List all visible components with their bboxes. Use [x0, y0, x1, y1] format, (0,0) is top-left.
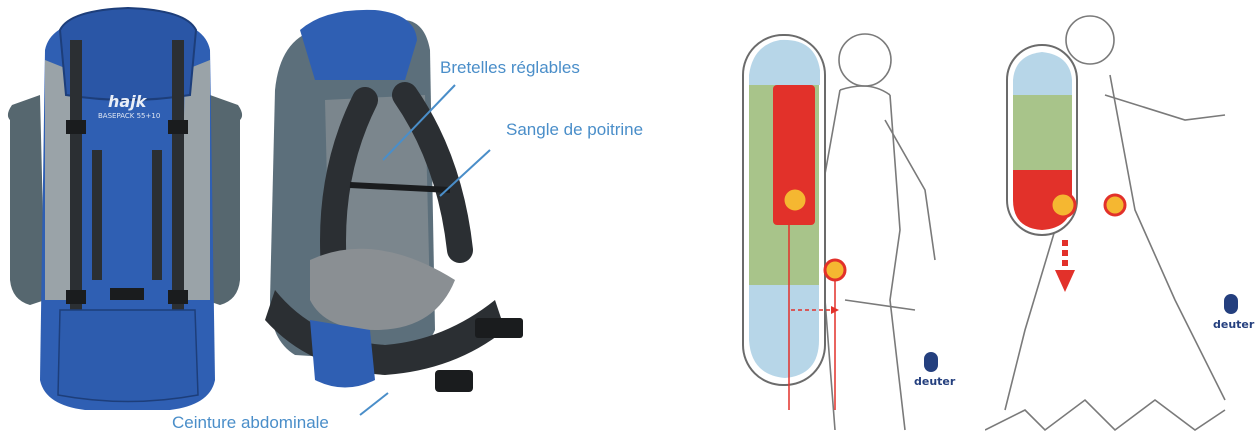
chest-strap-label: Sangle de poitrine: [506, 120, 643, 140]
deuter-logo-1: deuter: [914, 375, 955, 388]
callout-arrows: [0, 0, 720, 441]
adjustable-straps-label: Bretelles réglables: [440, 58, 580, 78]
hip-belt-label: Ceinture abdominale: [172, 413, 329, 433]
deuter-logo-mark-1: [924, 352, 938, 372]
deuter-logo-mark-2: [1224, 294, 1238, 314]
hiker-incorrect-illustration: [985, 0, 1255, 441]
deuter-logo-2: deuter: [1213, 318, 1254, 331]
